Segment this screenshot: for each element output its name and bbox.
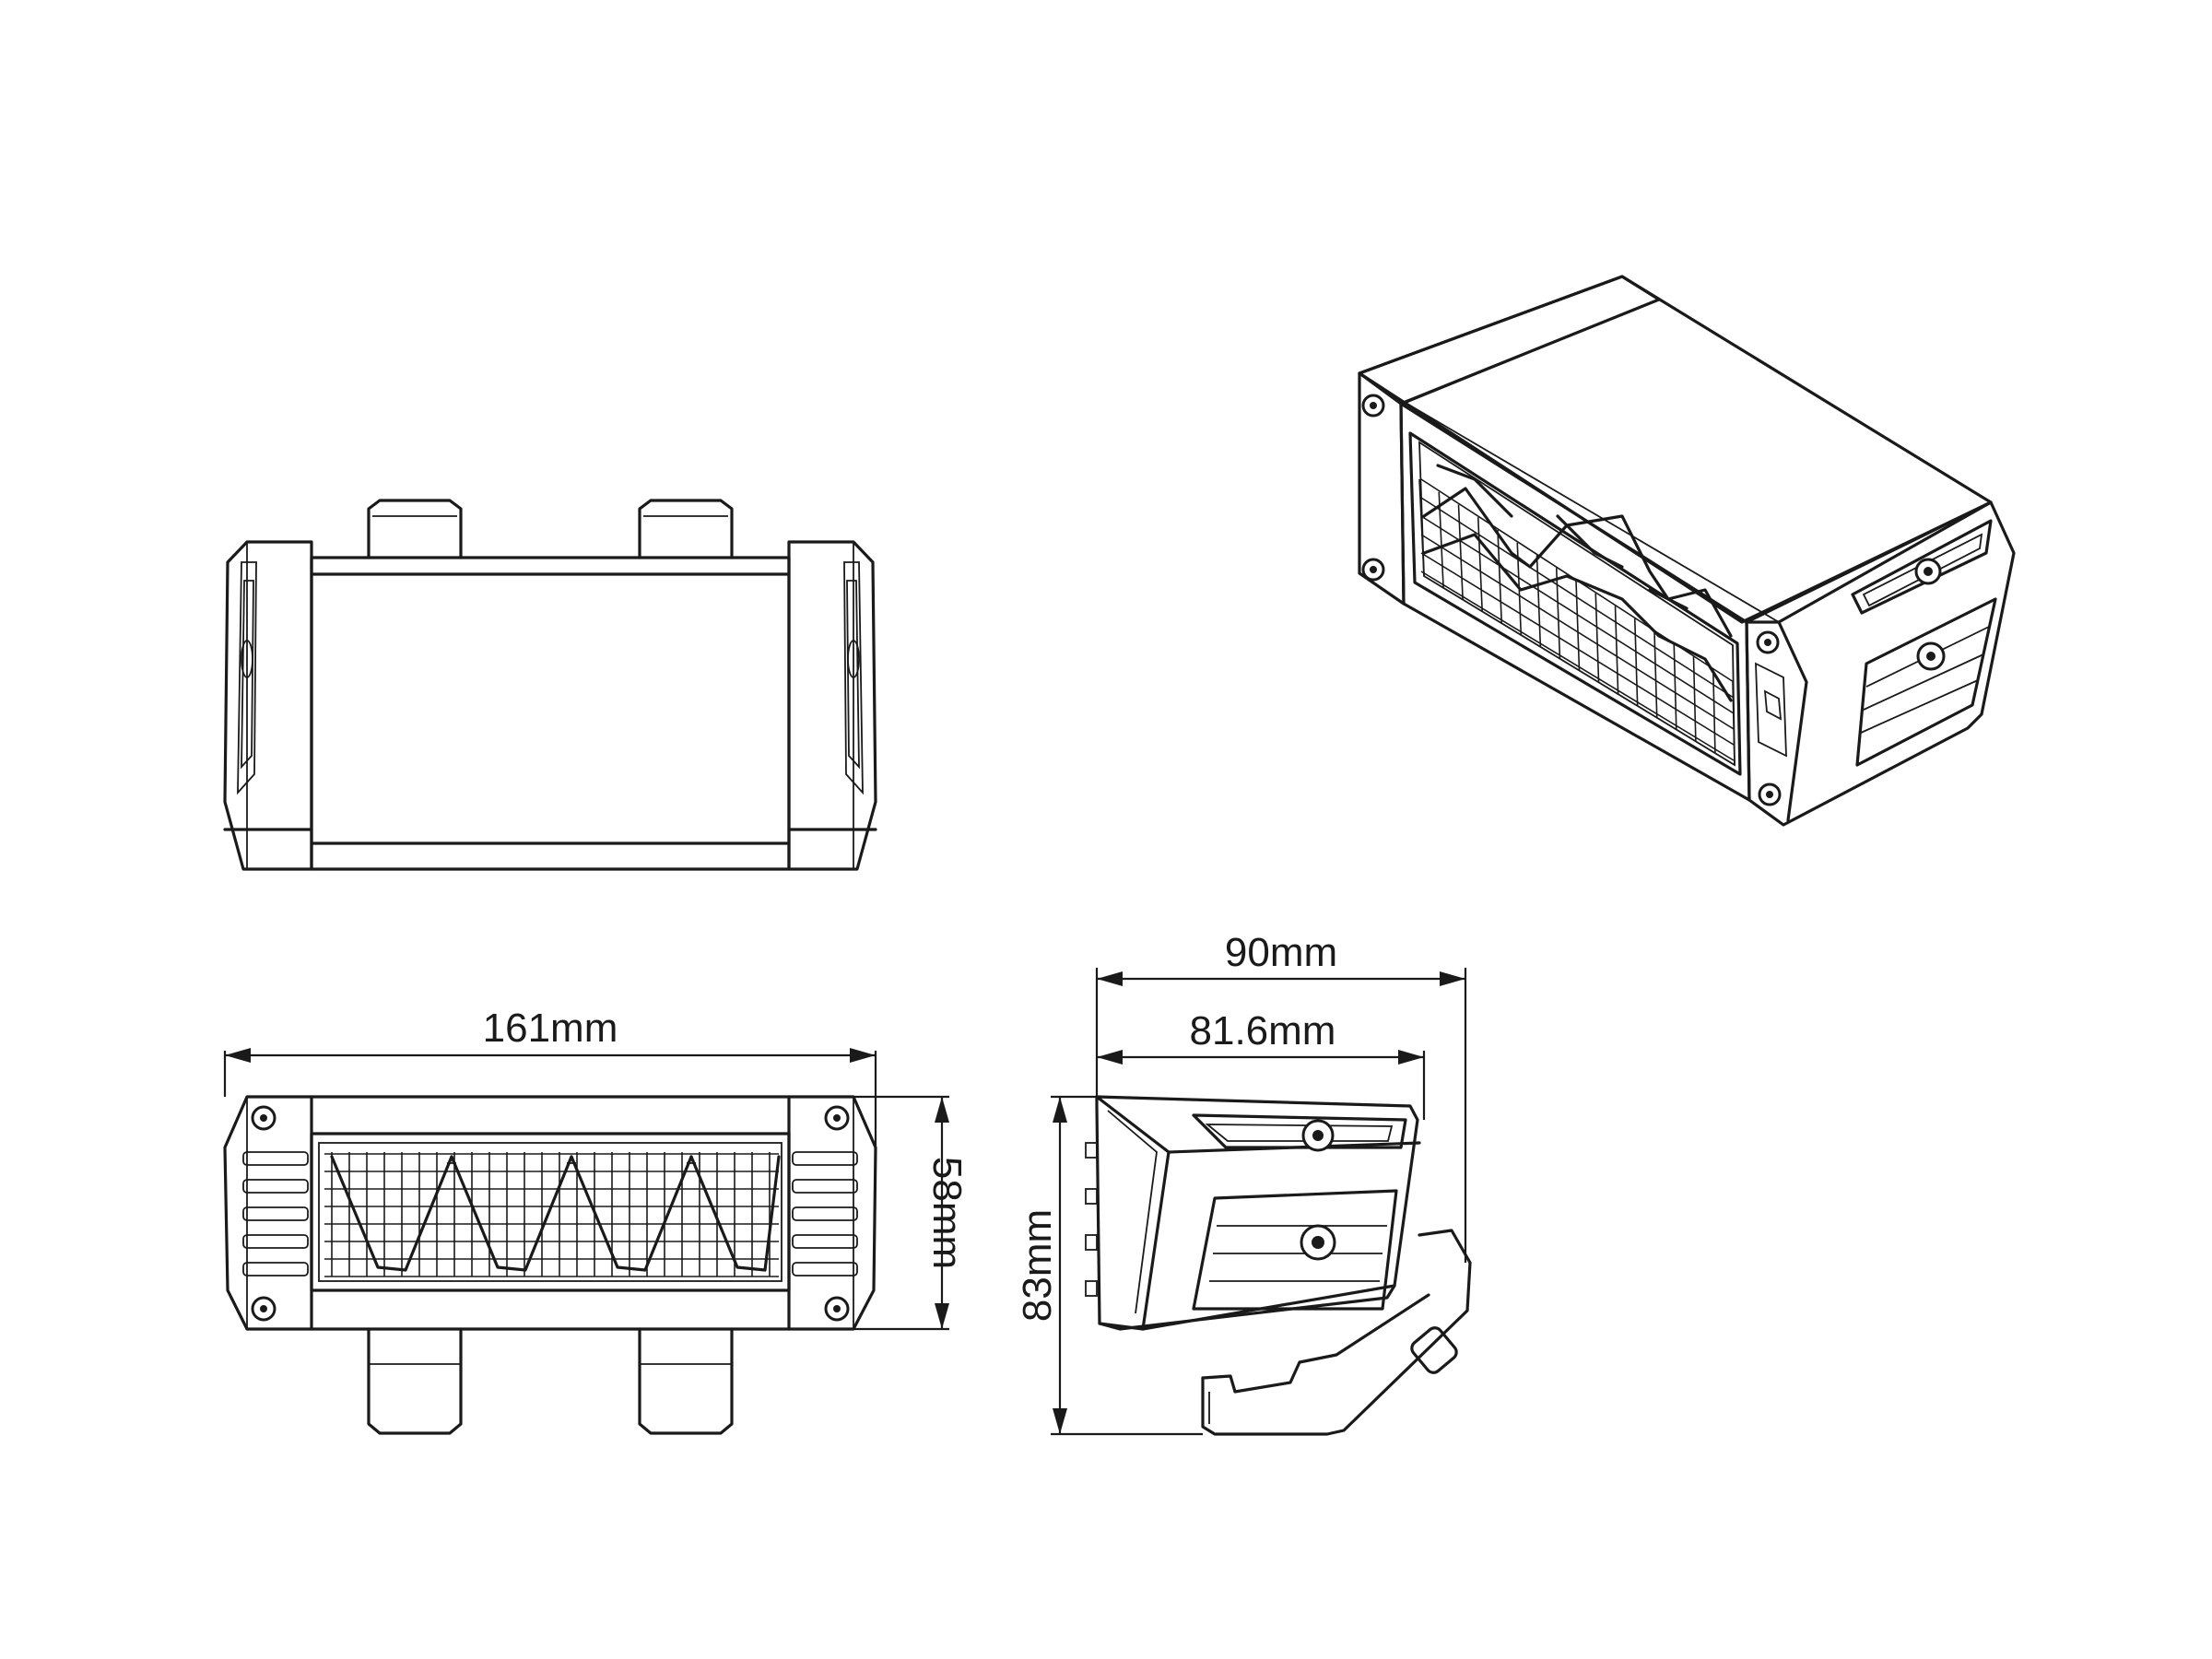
- grid-line: [1692, 656, 1697, 742]
- grid-line: [1673, 643, 1677, 730]
- dimension-width: 161mm: [223, 1006, 877, 1147]
- front-view: [223, 1095, 877, 1435]
- reflector-grid: [324, 1152, 779, 1277]
- grid-line: [1633, 618, 1639, 706]
- front-left-fins: [242, 1151, 309, 1277]
- grid-line: [1418, 478, 1425, 577]
- grid-line: [1732, 681, 1735, 766]
- grid-line: [1653, 630, 1658, 718]
- grid-line: [1712, 669, 1716, 754]
- grid-line: [1457, 504, 1464, 600]
- isometric-view: [1358, 275, 2016, 827]
- height-label: 58mm: [924, 1157, 970, 1269]
- width-label: 161mm: [483, 1006, 618, 1051]
- top-view: [223, 499, 877, 871]
- total-height-label: 83mm: [1015, 1209, 1060, 1322]
- grid-line: [1575, 580, 1581, 671]
- depth-total-label: 90mm: [1225, 930, 1337, 975]
- grid-line: [1420, 497, 1735, 699]
- grid-line: [1594, 593, 1600, 683]
- dimension-height: 58mm: [853, 1095, 970, 1331]
- grid-line: [1420, 571, 1735, 761]
- side-nubs: [1085, 1142, 1098, 1297]
- depth-body-label: 81.6mm: [1190, 1008, 1336, 1053]
- grid-line: [1535, 555, 1542, 647]
- grid-line: [1477, 517, 1483, 612]
- dimension-total-height: 83mm: [1015, 1095, 1203, 1436]
- dimension-depth-total: 90mm: [1095, 930, 1467, 1263]
- grid-line: [1420, 515, 1735, 714]
- dimension-depth-body: 81.6mm: [1097, 1008, 1426, 1120]
- side-view: [1085, 1095, 1472, 1436]
- iso-reflector-grid: [1418, 478, 1735, 766]
- grid-line: [1420, 552, 1735, 746]
- grid-line: [1497, 529, 1503, 624]
- grid-line: [1614, 606, 1619, 695]
- grid-line: [1555, 568, 1561, 659]
- grid-line: [1420, 534, 1735, 730]
- grid-line: [1438, 491, 1444, 588]
- front-right-fins: [792, 1151, 858, 1277]
